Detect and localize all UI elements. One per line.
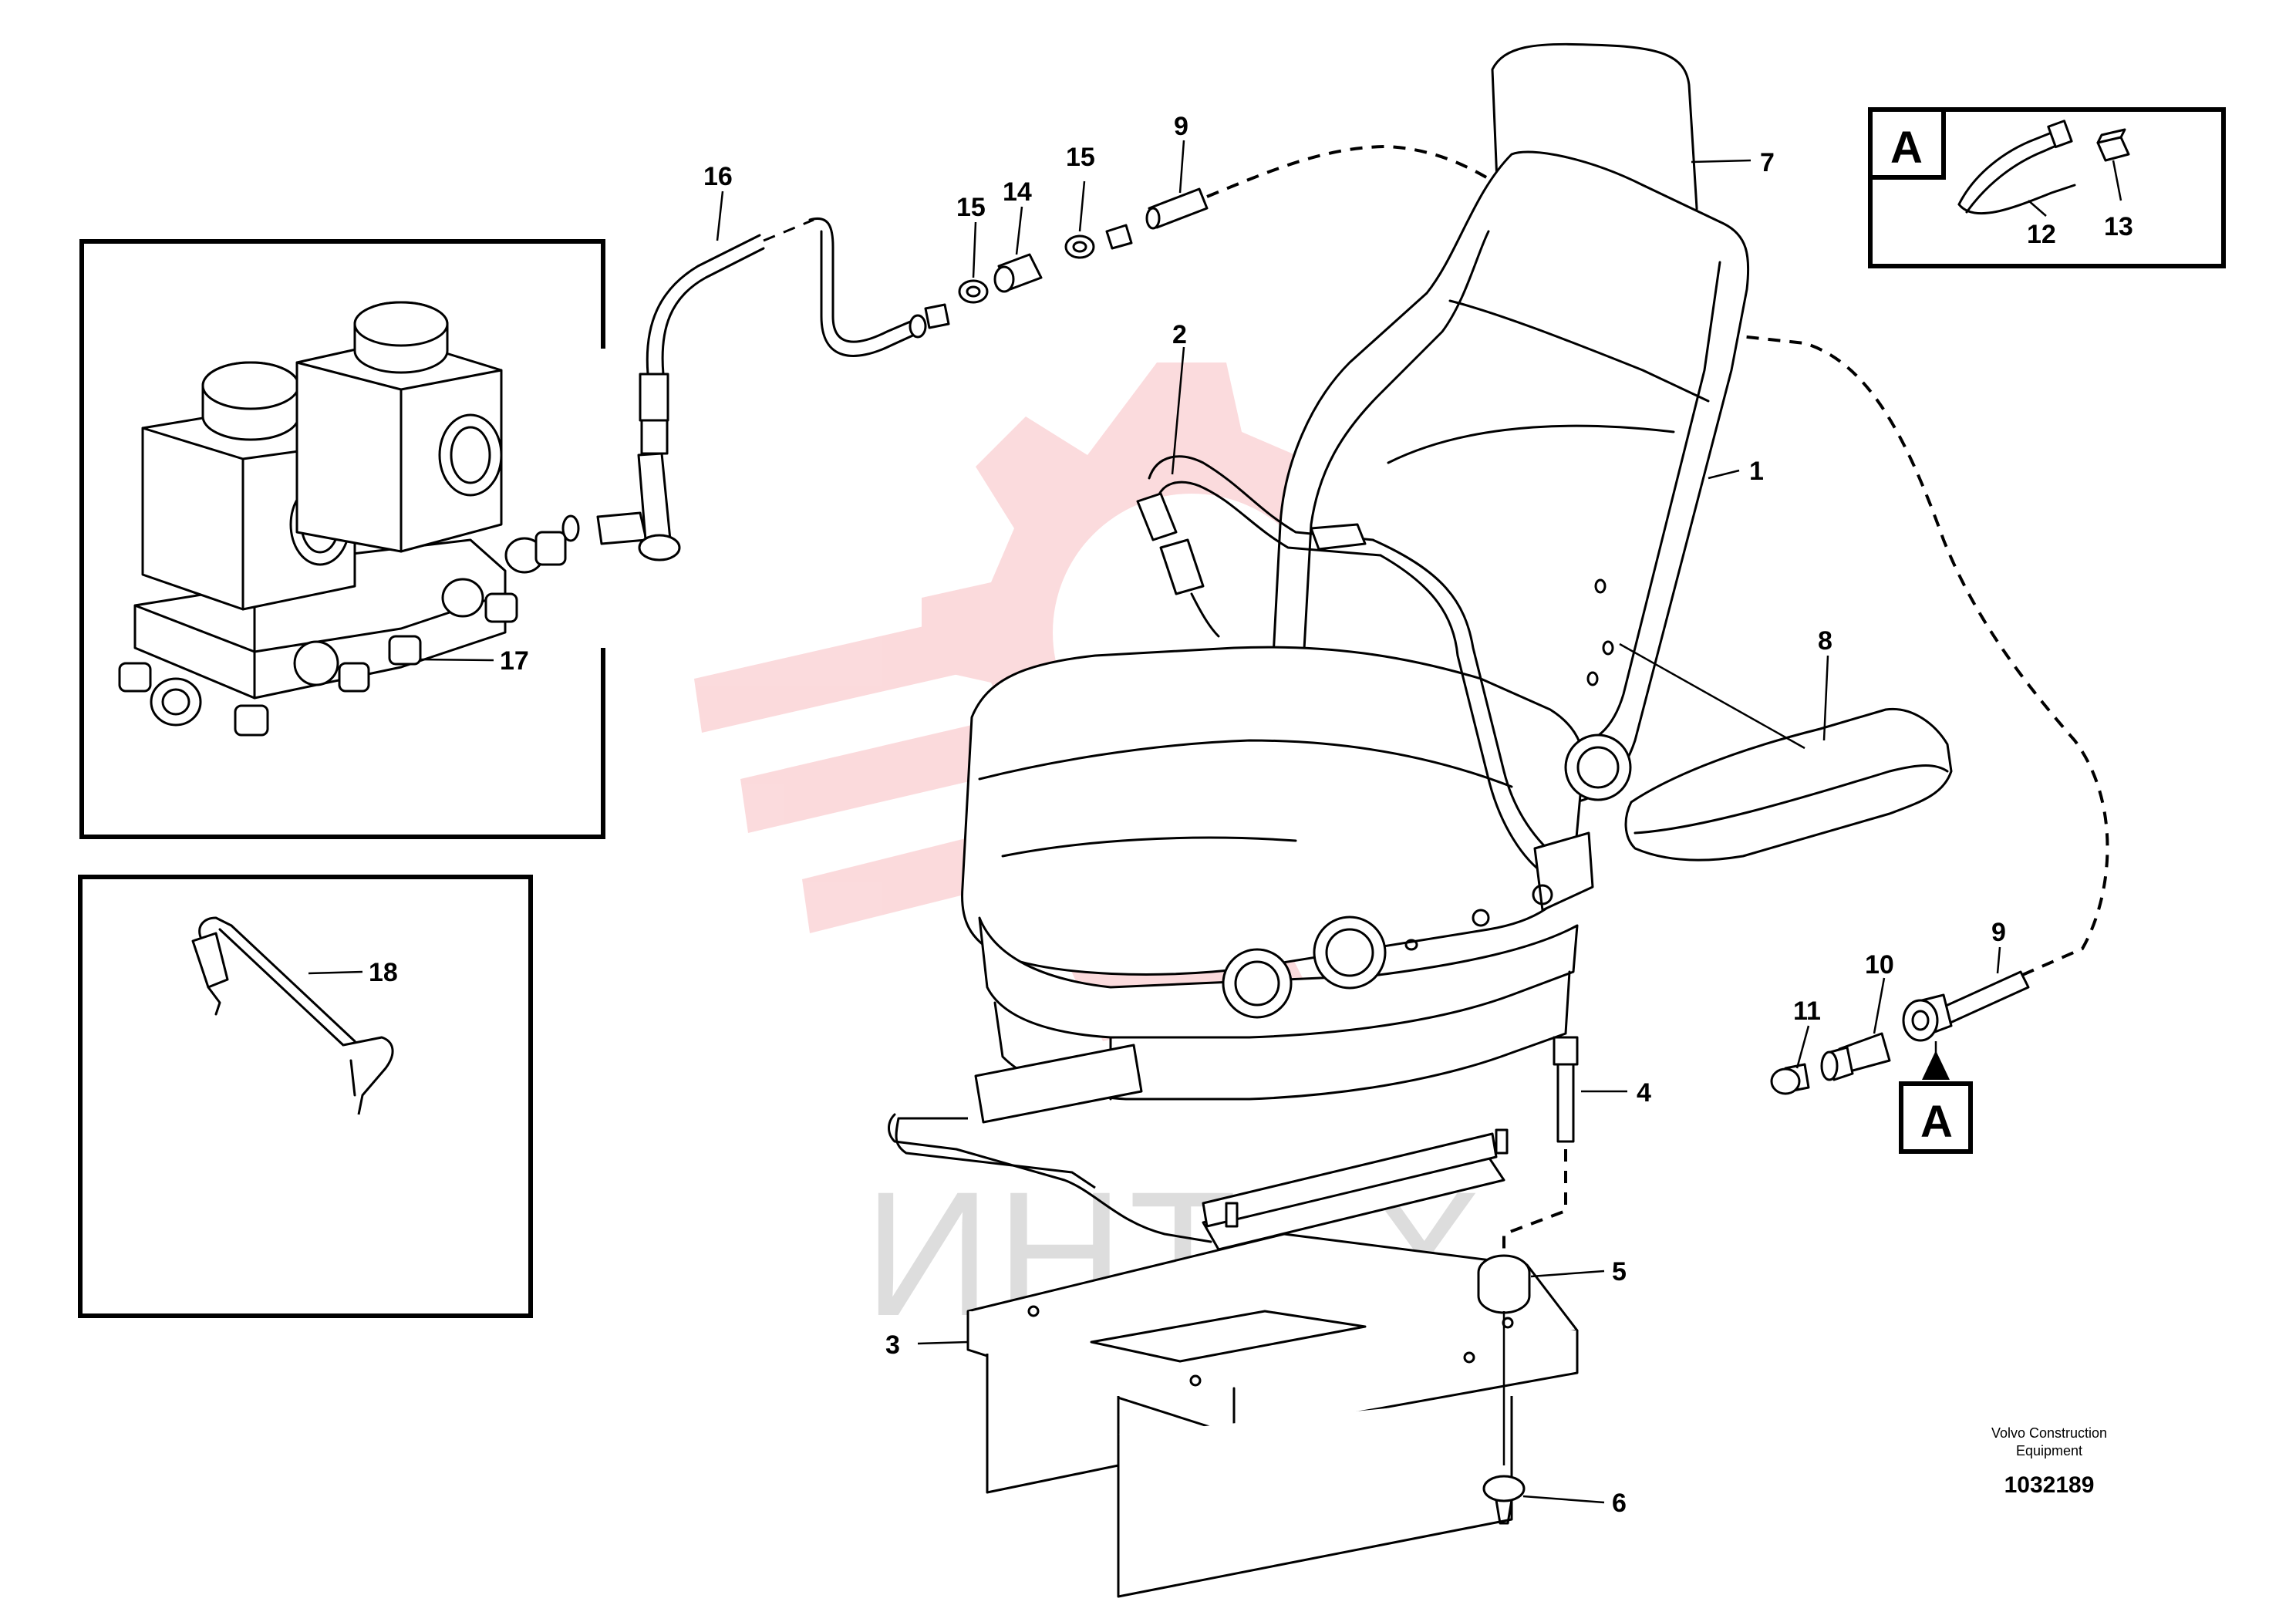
- credit-block: Volvo Construction Equipment 1032189: [1991, 1425, 2107, 1498]
- leader-lines: [308, 140, 2122, 1504]
- callout-9-right: 9: [1991, 918, 2006, 947]
- callout-4: 4: [1637, 1078, 1651, 1108]
- valve-detail-frame: [79, 239, 605, 839]
- pipe-fittings-drawing-icon: [1770, 970, 2030, 1095]
- callout-10: 10: [1865, 950, 1894, 980]
- reference-a-label: A: [1920, 1097, 1953, 1147]
- bracket-drawing-icon: [191, 916, 394, 1115]
- callout-9-top: 9: [1174, 112, 1188, 141]
- callout-13: 13: [2104, 212, 2133, 241]
- callout-15-right: 15: [1066, 143, 1095, 172]
- callout-2: 2: [1172, 320, 1187, 349]
- callout-12: 12: [2027, 220, 2056, 249]
- callout-14: 14: [1003, 177, 1032, 207]
- detail-a-frame: A: [1868, 107, 2226, 268]
- reference-a-marker: A: [1899, 1041, 1973, 1154]
- callout-16: 16: [703, 162, 733, 191]
- callout-17: 17: [500, 646, 529, 676]
- armrest-drawing-icon: [1619, 642, 1953, 862]
- cable-route-line: [1206, 144, 2109, 977]
- cable-tie-drawing-icon: [1957, 120, 2076, 215]
- callout-11: 11: [1793, 996, 1821, 1026]
- hose-assembly-drawing-icon: [596, 187, 1209, 561]
- callout-1: 1: [1749, 457, 1764, 486]
- bolt-spacer-nut-drawing-icon: [1477, 1036, 1579, 1525]
- callout-3: 3: [885, 1330, 900, 1360]
- valve-block-drawing-icon: [118, 301, 580, 737]
- callout-5: 5: [1612, 1257, 1627, 1286]
- callout-18: 18: [369, 958, 398, 987]
- clip-drawing-icon: [2096, 128, 2130, 162]
- callout-8: 8: [1818, 626, 1832, 656]
- detail-a-label: A: [1890, 123, 1923, 173]
- callout-labels: 1 2 3 4 5 6 7 8 9 9 10 11 12 13 14 15 15…: [369, 112, 2133, 1518]
- callout-6: 6: [1612, 1489, 1627, 1518]
- seat-drawing-icon: [961, 42, 1750, 1101]
- credit-line-2: Equipment: [2016, 1443, 2082, 1458]
- bracket-detail-frame: [78, 875, 533, 1318]
- base-console-drawing-icon: [888, 1044, 1579, 1598]
- document-number: 1032189: [2004, 1472, 2095, 1498]
- credit-line-1: Volvo Construction: [1991, 1425, 2107, 1441]
- callout-15-left: 15: [956, 193, 986, 222]
- callout-7: 7: [1760, 148, 1775, 177]
